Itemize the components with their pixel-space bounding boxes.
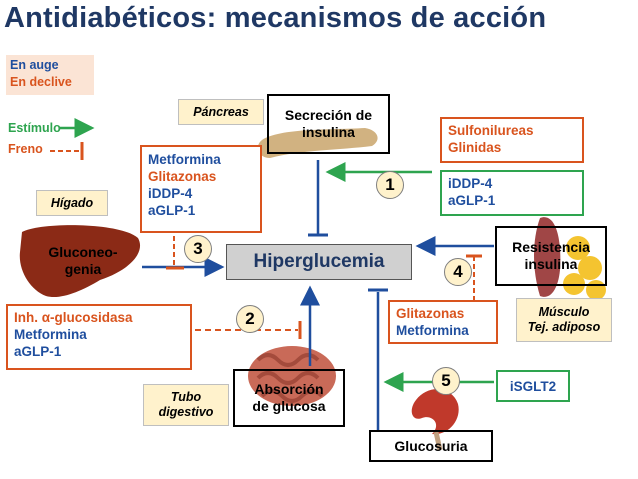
tag-musculo-adiposo: Músculo Tej. adiposo: [516, 298, 612, 342]
drug-aglp1-secretion: aGLP-1: [448, 193, 496, 208]
drugs-resistance-box: Glitazonas Metformina: [388, 300, 498, 344]
mechanism-badge-2: 2: [236, 305, 264, 333]
drug-sulfonilureas: Sulfonilureas: [448, 123, 534, 138]
page-title: Antidiabéticos: mecanismos de acción: [4, 2, 547, 34]
node-resistencia-line2: insulina: [524, 256, 578, 272]
node-resistencia-line1: Resistencia: [512, 239, 590, 255]
drug-isglt2: iSGLT2: [496, 370, 570, 402]
drug-aglp1-hepatic: aGLP-1: [148, 203, 196, 218]
node-gluconeogenia: Gluconeo- genia: [26, 231, 140, 291]
drug-inh-alpha-glucosidasa: Inh. α-glucosidasa: [14, 310, 133, 325]
tag-pancreas: Páncreas: [178, 99, 264, 125]
drug-aglp1-gut: aGLP-1: [14, 344, 62, 359]
node-secrecion-line1: Secreción de: [284, 107, 373, 123]
node-resistencia-insulina: Resistencia insulina: [495, 226, 607, 286]
drug-metformina-gut: Metformina: [14, 327, 87, 342]
drugs-gut-box: Inh. α-glucosidasa Metformina aGLP-1: [6, 304, 192, 370]
legend-freno: Freno: [8, 142, 43, 156]
node-absorcion-line2: de glucosa: [252, 398, 326, 414]
intestine-illustration-icon: [248, 346, 336, 406]
mechanism-badge-5: 5: [432, 367, 460, 395]
node-absorcion-glucosa: Absorción de glucosa: [233, 369, 345, 427]
legend-trend-box: En auge En declive: [6, 55, 94, 95]
node-gluconeo-line1: Gluconeo-: [48, 244, 118, 260]
tag-tejido-adiposo: Tej. adiposo: [527, 320, 601, 334]
drugs-hepatic-box: Metformina Glitazonas iDDP-4 aGLP-1: [140, 145, 262, 233]
drug-glitazonas-hepatic: Glitazonas: [148, 169, 217, 184]
tag-higado: Hígado: [36, 190, 108, 216]
node-glucosuria: Glucosuria: [369, 430, 493, 462]
pancreas-illustration-icon: [257, 128, 378, 158]
drug-glinidas: Glinidas: [448, 140, 502, 155]
drug-metformina-resistance: Metformina: [396, 323, 469, 338]
legend-arrows: Estímulo Freno: [8, 118, 118, 160]
legend-estimulo: Estímulo: [8, 121, 61, 135]
tag-tubo: Tubo: [170, 390, 202, 404]
kidney-illustration-icon: [411, 389, 459, 451]
node-secrecion-insulina: Secreción de insulina: [267, 94, 390, 154]
drugs-incretin-box: iDDP-4 aGLP-1: [440, 170, 584, 216]
mechanism-badge-3: 3: [184, 235, 212, 263]
tag-tubo-digestivo: Tubo digestivo: [143, 384, 229, 426]
liver-illustration-icon: [19, 225, 141, 298]
legend-en-auge: En auge: [10, 58, 59, 72]
node-gluconeo-line2: genia: [64, 261, 102, 277]
mechanism-badge-4: 4: [444, 258, 472, 286]
tag-digestivo: digestivo: [158, 405, 214, 419]
tag-musculo: Músculo: [538, 305, 590, 319]
drug-iddp4-secretion: iDDP-4: [448, 176, 493, 191]
drug-metformina-hepatic: Metformina: [148, 152, 221, 167]
node-secrecion-line2: insulina: [302, 124, 355, 140]
drug-iddp4-hepatic: iDDP-4: [148, 186, 193, 201]
drugs-sulfonilureas-box: Sulfonilureas Glinidas: [440, 117, 584, 163]
mechanism-badge-1: 1: [376, 171, 404, 199]
drug-glitazonas-resistance: Glitazonas: [396, 306, 465, 321]
node-hiperglucemia: Hiperglucemia: [226, 244, 412, 280]
node-absorcion-line1: Absorción: [254, 381, 324, 397]
legend-en-declive: En declive: [10, 75, 72, 89]
